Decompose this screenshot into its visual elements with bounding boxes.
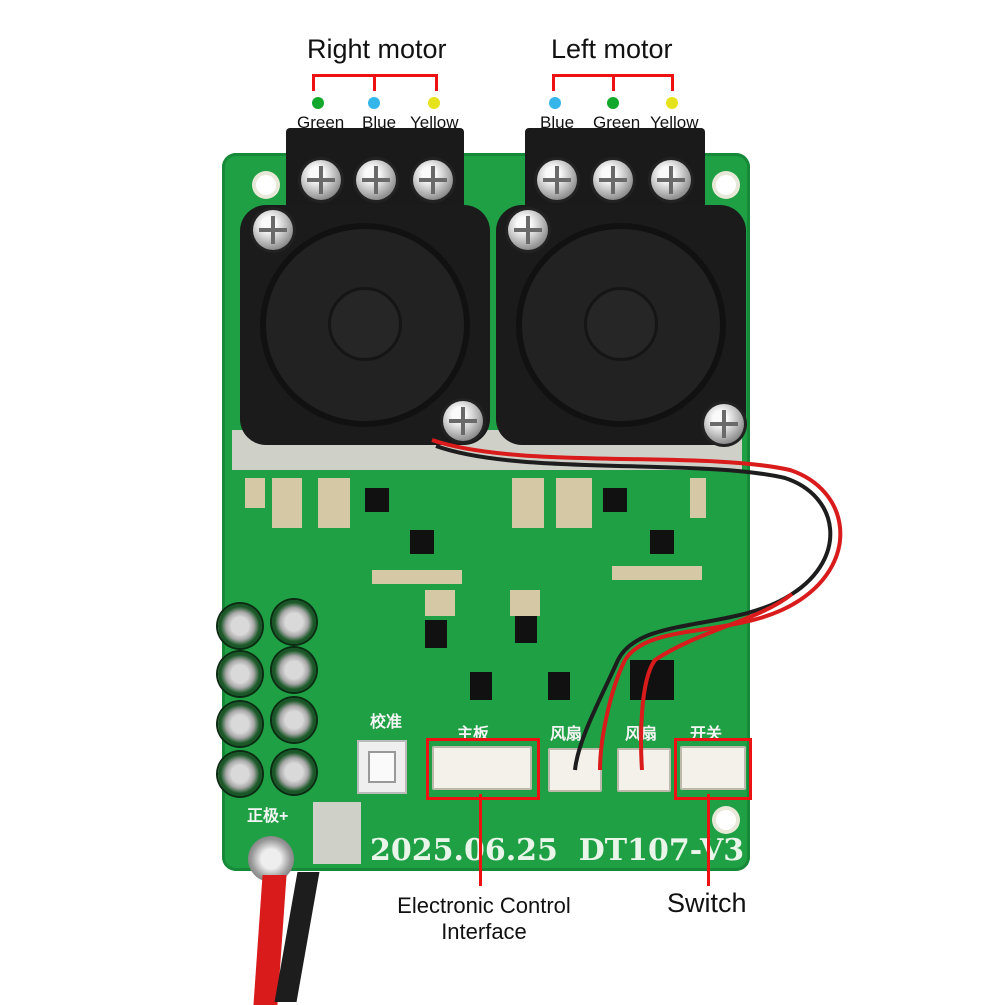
left-motor-title: Left motor xyxy=(551,34,673,64)
bracket-tick xyxy=(612,74,615,91)
electronic-control-label-line2: Interface xyxy=(441,919,527,944)
smd-component xyxy=(556,478,592,528)
ic-chip xyxy=(603,488,627,512)
left-blue-dot xyxy=(549,97,561,109)
capacitor xyxy=(218,702,262,746)
terminal-screw xyxy=(537,160,577,200)
smd-component xyxy=(318,478,350,528)
capacitor xyxy=(218,752,262,796)
right-yellow-dot xyxy=(428,97,440,109)
left-wire-label-blue: Blue xyxy=(540,113,575,132)
terminal-screw xyxy=(356,160,396,200)
capacitor xyxy=(218,604,262,648)
fan-screw xyxy=(704,404,744,444)
terminal-screw xyxy=(301,160,341,200)
mainboard-connector xyxy=(432,746,532,790)
ic-chip xyxy=(650,530,674,554)
right-blue-dot xyxy=(368,97,380,109)
left-wire-label-yellow: Yellow xyxy=(650,113,699,132)
mosfet xyxy=(515,615,537,643)
copper-pad xyxy=(313,802,361,864)
ic-chip xyxy=(410,530,434,554)
fan-hub xyxy=(584,287,658,361)
electronic-control-label-line1: Electronic Control xyxy=(397,893,571,918)
bracket-tick xyxy=(435,74,438,91)
electronic-control-label: Electronic Control Interface xyxy=(396,893,572,945)
smd-component xyxy=(425,590,455,616)
left-wire-label-green: Green xyxy=(593,113,641,132)
bracket-tick xyxy=(373,74,376,91)
board-marking: 2025.06.25 DT107-V3 xyxy=(370,833,745,868)
terminal-screw xyxy=(651,160,691,200)
right-cooling-fan xyxy=(240,205,490,445)
smd-component xyxy=(245,478,265,508)
fan-screw xyxy=(253,210,293,250)
mosfet xyxy=(425,620,447,648)
electronic-control-highlight xyxy=(426,738,540,800)
silk-fan1: 风扇 xyxy=(550,726,583,743)
switch-leader xyxy=(707,794,710,886)
smd-component xyxy=(612,566,702,580)
silk-positive: 正极+ xyxy=(247,808,289,825)
smd-component xyxy=(272,478,302,528)
right-wire-label-green: Green xyxy=(297,113,345,132)
switch-highlight xyxy=(674,738,752,800)
smd-component xyxy=(510,590,540,616)
bracket-tick xyxy=(552,74,555,91)
bracket-tick xyxy=(671,74,674,91)
capacitor xyxy=(272,698,316,742)
silk-calibrate: 校准 xyxy=(370,714,403,731)
capacitor xyxy=(272,600,316,644)
smd-component xyxy=(372,570,462,584)
fan2-connector xyxy=(617,748,671,792)
bracket-tick xyxy=(312,74,315,91)
fan-screw xyxy=(508,210,548,250)
capacitor xyxy=(218,652,262,696)
left-green-dot xyxy=(607,97,619,109)
smd-component xyxy=(690,478,706,518)
left-yellow-dot xyxy=(666,97,678,109)
right-wire-label-blue: Blue xyxy=(362,113,397,132)
right-green-dot xyxy=(312,97,324,109)
ic-chip xyxy=(365,488,389,512)
terminal-screw xyxy=(413,160,453,200)
fan-hub xyxy=(328,287,402,361)
switch-label: Switch xyxy=(667,888,747,918)
right-motor-title: Right motor xyxy=(307,34,447,64)
calibrate-button xyxy=(357,740,407,794)
electronic-control-leader xyxy=(479,794,482,886)
capacitor xyxy=(272,648,316,692)
mounting-hole xyxy=(256,175,276,195)
left-cooling-fan xyxy=(496,205,746,445)
power-terminal xyxy=(248,836,294,882)
mounting-hole xyxy=(716,175,736,195)
switch-connector xyxy=(680,746,746,790)
mosfet xyxy=(548,672,570,700)
mosfet xyxy=(470,672,492,700)
smd-component xyxy=(512,478,544,528)
right-wire-label-yellow: Yellow xyxy=(410,113,459,132)
terminal-screw xyxy=(593,160,633,200)
capacitor xyxy=(272,750,316,794)
mounting-hole xyxy=(716,810,736,830)
fan-screw xyxy=(443,401,483,441)
